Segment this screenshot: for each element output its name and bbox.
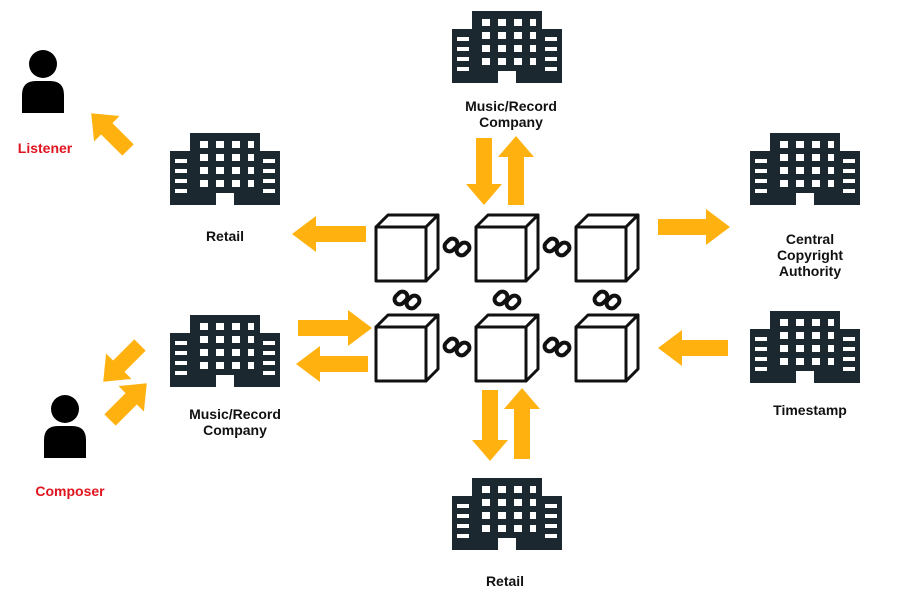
authority-line2: Copyright: [776, 247, 844, 263]
record-company-top-building-icon: [452, 11, 562, 83]
arrow-down-icon: [472, 390, 508, 461]
listener-label: Listener: [17, 140, 73, 156]
listener-person-icon: [22, 50, 64, 113]
arrow-up-icon: [498, 136, 534, 205]
record-company-left-label: Music/Record Company: [165, 406, 305, 438]
arrow-right-icon: [658, 209, 730, 245]
record-company-top-label: Music/Record Company: [441, 98, 581, 130]
arrow-left-icon: [292, 216, 366, 252]
chain-link-icon: [492, 287, 522, 313]
composer-label: Composer: [35, 483, 105, 499]
copyright-authority-building-icon: [750, 133, 860, 205]
chain-link-icon: [542, 334, 572, 360]
record-company-left-line1: Music/Record: [189, 406, 281, 422]
arrow-up-right-icon: [104, 383, 147, 426]
arrow-up-left-icon: [91, 113, 134, 156]
block-cube: [474, 213, 540, 283]
record-company-top-line1: Music/Record: [465, 98, 557, 114]
arrow-down-icon: [466, 138, 502, 205]
record-company-left-line2: Company: [203, 422, 267, 438]
arrow-left-icon: [296, 346, 368, 382]
arrow-left-icon: [658, 330, 728, 366]
chain-link-icon: [542, 234, 572, 260]
retail-left-building-icon: [170, 133, 280, 205]
block-cube: [374, 313, 440, 383]
arrow-right-icon: [298, 310, 372, 346]
authority-line3: Authority: [778, 263, 842, 279]
retail-bottom-building-icon: [452, 478, 562, 550]
block-cube: [574, 213, 640, 283]
block-cube: [474, 313, 540, 383]
chain-link-icon: [442, 234, 472, 260]
arrow-down-left-icon: [103, 339, 146, 382]
retail-left-label: Retail: [205, 228, 245, 244]
timestamp-label: Timestamp: [773, 402, 847, 418]
block-cube: [574, 313, 640, 383]
chain-link-icon: [442, 334, 472, 360]
retail-bottom-label: Retail: [485, 573, 525, 589]
record-company-left-building-icon: [170, 315, 280, 387]
chain-link-icon: [592, 287, 622, 313]
arrow-up-icon: [504, 388, 540, 459]
block-cube: [374, 213, 440, 283]
authority-line1: Central: [785, 231, 835, 247]
chain-link-icon: [392, 287, 422, 313]
copyright-authority-label: Central Copyright Authority: [745, 231, 875, 279]
record-company-top-line2: Company: [479, 114, 543, 130]
composer-person-icon: [44, 395, 86, 458]
timestamp-building-icon: [750, 311, 860, 383]
